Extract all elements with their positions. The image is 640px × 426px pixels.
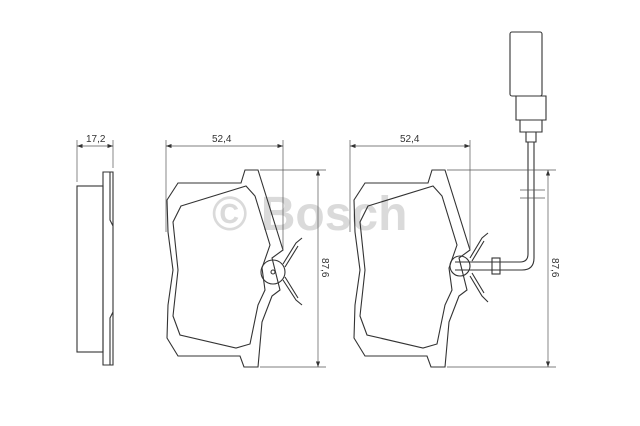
sensor-clip (491, 257, 501, 275)
friction-material-1 (172, 185, 271, 349)
side-view: 17,2 (76, 134, 114, 366)
friction-material-2 (359, 185, 458, 349)
wear-sensor-wire (455, 142, 535, 271)
retaining-spring-2 (469, 232, 489, 303)
pin-hub-2 (449, 255, 471, 277)
backing-plate-side (102, 171, 114, 366)
pin-hub-1 (260, 259, 286, 285)
backing-plate-2 (353, 169, 471, 368)
backing-plate-1 (166, 169, 284, 368)
friction-material-side (76, 185, 104, 353)
thickness-label: 17,2 (86, 134, 106, 145)
pad-front-view-1: 52,4 87,6 (165, 134, 330, 368)
width-label-1: 52,4 (212, 134, 232, 145)
retaining-spring-1 (282, 237, 303, 306)
height-label-2: 87,6 (549, 258, 560, 278)
sensor-connector (509, 31, 543, 97)
watermark-text: © Bosch (212, 188, 407, 241)
width-label-2: 52,4 (400, 134, 420, 145)
sensor-grommet (525, 131, 537, 143)
pad-front-view-2: 52,4 87,6 (349, 31, 560, 368)
height-label-1: 87,6 (319, 258, 330, 278)
sensor-boot (515, 95, 547, 133)
